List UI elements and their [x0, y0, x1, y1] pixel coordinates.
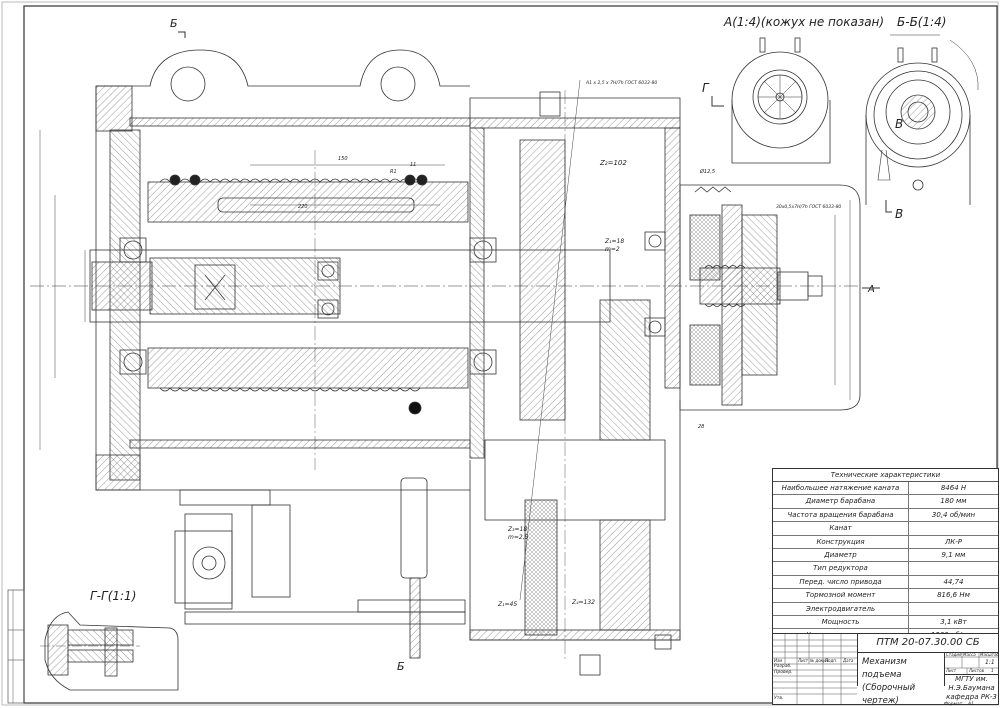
marker-v-arrow [885, 200, 892, 213]
tech-table-title: Технические характеристики [773, 469, 998, 482]
drawing-frame [23, 5, 998, 704]
section-marker-bottom: Б [397, 660, 405, 673]
gear-z132-label: Z₄=132 [571, 599, 595, 606]
role-developer: Разраб. [774, 664, 792, 669]
side-strip [7, 589, 25, 704]
scale-label: Масштаб [980, 652, 1000, 657]
main-section-view [30, 49, 861, 676]
gear-m2-label: m=2 [605, 246, 620, 253]
stage-grid [945, 652, 998, 674]
gear-m25-label: m=2,5 [508, 534, 529, 541]
marker-v-bottom: В [895, 207, 903, 221]
document-code: ПТМ 20-07.30.00 СБ [857, 634, 998, 653]
organization-line1: МГТУ им. Н.Э.Баумана [948, 675, 995, 692]
drawing-name: Механизм подъема (Сборочный чертеж) [857, 652, 945, 706]
stage-label: Стадия [946, 652, 962, 657]
col-header-list: Лист [798, 658, 809, 663]
dim-r1: R1 [390, 169, 397, 175]
view-bb-title: Б-Б(1:4) [897, 15, 946, 29]
col-header-izm: Изм [774, 658, 783, 663]
motor-stand [174, 477, 466, 659]
col-header-doc: № докум. [810, 658, 830, 663]
sheet-label: Лист [946, 668, 957, 673]
revision-grid [773, 634, 857, 704]
gear-z45-label: Z₁=45 [497, 601, 517, 608]
section-arrow-top [178, 31, 186, 38]
dim-150: 150 [338, 156, 348, 162]
title-block: Изм Лист № докум. Подп. Дата Разраб. Про… [772, 633, 1000, 706]
table-row: Тип редуктора [773, 562, 998, 576]
organization: МГТУ им. Н.Э.Баумана кафедра РК-3 [945, 674, 998, 705]
format-value: А1 [968, 702, 974, 707]
table-row: Канат [773, 522, 998, 536]
dimension-lines [39, 79, 851, 601]
arrow-a-label: А [867, 284, 875, 295]
view-gg-title: Г-Г(1:1) [90, 589, 136, 603]
dim-220: 220 [298, 204, 308, 210]
role-approver: Утв. [774, 696, 784, 701]
gear-z18-m25-label: Z₃=18 [507, 526, 527, 533]
view-a-title: А(1:4)(кожух не показан) [723, 15, 884, 29]
gear-z18-label: Z₁=18 [604, 238, 624, 245]
gearbox-housing [469, 91, 681, 676]
table-row: Электродвигатель [773, 602, 998, 616]
spline-note: А1 x 2,5 x 7H/7h ГОСТ 6033-80 [585, 80, 657, 86]
organization-line2: кафедра РК-3 [946, 693, 997, 701]
drum [147, 174, 469, 415]
gear-z102-label: Z₂=102 [599, 159, 627, 167]
col-header-sign: Подп. [825, 658, 838, 663]
format-label: Формат [944, 702, 963, 707]
marker-v: В [895, 117, 903, 131]
section-gg [40, 611, 179, 691]
view-a [731, 37, 831, 164]
view-bb [865, 34, 979, 205]
role-checker: Провер. [774, 670, 793, 675]
tech-characteristics-table: Технические характеристики Наибольшее на… [772, 468, 999, 657]
dim-phi12: Ø12,5 [699, 168, 715, 175]
spline-note-right: 30х0,5х7Н/7h ГОСТ 6033-80 [776, 204, 841, 210]
scale-value: 1:1 [985, 659, 995, 666]
drawing-name-line2: (Сборочный чертеж) [862, 683, 916, 706]
section-marker-top: Б [170, 17, 178, 30]
dim-11: 11 [410, 162, 416, 168]
drawing-name-line1: Механизм подъема [862, 657, 907, 680]
brake-assembly [679, 184, 861, 411]
sheets-value: 1 [991, 668, 994, 673]
sheets-label: Листов [969, 668, 984, 673]
stage-mass-scale: Стадия Масса Масштаб 1:1 Лист Листов 1 [945, 652, 1000, 674]
marker-g-arrow [711, 96, 724, 107]
mass-label: Масса [963, 652, 976, 657]
marker-g: Г [702, 81, 710, 95]
dim-28: 28 [698, 424, 704, 430]
col-header-date: Дата [843, 658, 854, 663]
